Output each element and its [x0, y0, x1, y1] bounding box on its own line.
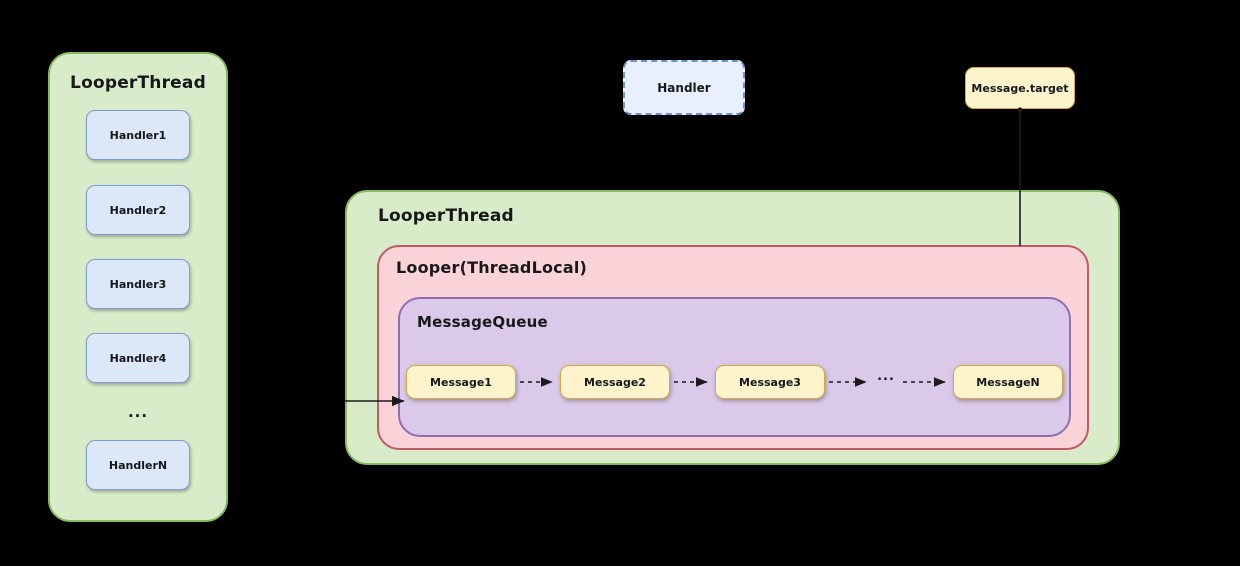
- message-target-node[interactable]: Message.target: [965, 67, 1075, 109]
- message-queue-ellipsis: ...: [877, 369, 895, 384]
- handler-node-2[interactable]: Handler2: [86, 185, 190, 235]
- looper-threadlocal-title: Looper(ThreadLocal): [396, 258, 588, 277]
- handler-dashed-node[interactable]: Handler: [623, 60, 745, 115]
- handler-node-n[interactable]: HandlerN: [86, 440, 190, 490]
- handler-node-3[interactable]: Handler3: [86, 259, 190, 309]
- message-node-n[interactable]: MessageN: [953, 365, 1063, 399]
- left-looper-thread-title: LooperThread: [70, 73, 206, 93]
- handler-list-ellipsis: ...: [127, 403, 149, 421]
- message-node-2[interactable]: Message2: [560, 365, 670, 399]
- message-node-1[interactable]: Message1: [406, 365, 516, 399]
- handler-node-1[interactable]: Handler1: [86, 110, 190, 160]
- main-looper-thread-title: LooperThread: [378, 206, 514, 226]
- message-node-3[interactable]: Message3: [715, 365, 825, 399]
- message-queue-title: MessageQueue: [417, 313, 548, 331]
- handler-node-4[interactable]: Handler4: [86, 333, 190, 383]
